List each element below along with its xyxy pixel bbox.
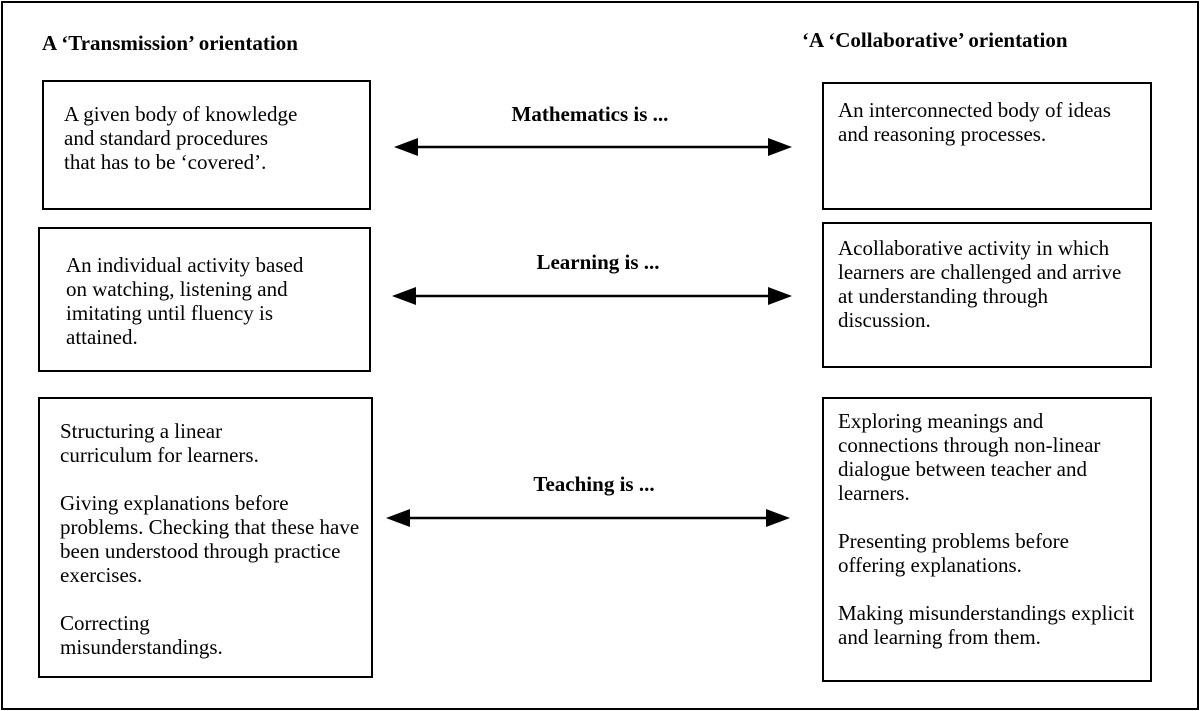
arrow-learning bbox=[392, 287, 792, 305]
transmission-mathematics-box: A given body of knowledge and standard p… bbox=[42, 80, 371, 210]
transmission-teaching-box: Structuring a linear curriculum for lear… bbox=[38, 397, 373, 678]
collaborative-learning-box: Acollaborative activity in which learner… bbox=[822, 222, 1152, 368]
heading-collaborative: ‘A ‘Collaborative’ orientation bbox=[802, 28, 1068, 52]
transmission-mathematics-text: A given body of knowledge and standard p… bbox=[64, 102, 298, 174]
relation-learning: Learning is ... bbox=[536, 250, 660, 274]
heading-transmission: A ‘Transmission’ orientation bbox=[42, 31, 298, 55]
relation-teaching: Teaching is ... bbox=[533, 472, 655, 496]
arrow-teaching bbox=[386, 509, 790, 527]
relation-mathematics: Mathematics is ... bbox=[511, 102, 669, 126]
collaborative-learning-text: Acollaborative activity in which learner… bbox=[838, 236, 1122, 332]
collaborative-teaching-text-2: Presenting problems before offering expl… bbox=[838, 529, 1069, 577]
transmission-learning-text: An individual activity based on watching… bbox=[66, 253, 304, 349]
collaborative-mathematics-box: An interconnected body of ideas and reas… bbox=[822, 82, 1152, 210]
transmission-learning-box: An individual activity based on watching… bbox=[38, 227, 371, 372]
collaborative-teaching-text-3: Making misunderstandings explicit and le… bbox=[838, 601, 1135, 649]
collaborative-teaching-text-1: Exploring meanings and connections throu… bbox=[838, 409, 1101, 505]
transmission-teaching-text-2: Giving explanations before problems. Che… bbox=[60, 491, 360, 587]
arrow-mathematics bbox=[394, 138, 792, 156]
transmission-teaching-text-1: Structuring a linear curriculum for lear… bbox=[60, 419, 259, 467]
collaborative-teaching-box: Exploring meanings and connections throu… bbox=[822, 397, 1152, 682]
transmission-teaching-text-3: Correcting misunderstandings. bbox=[60, 611, 223, 659]
collaborative-mathematics-text: An interconnected body of ideas and reas… bbox=[838, 98, 1111, 146]
